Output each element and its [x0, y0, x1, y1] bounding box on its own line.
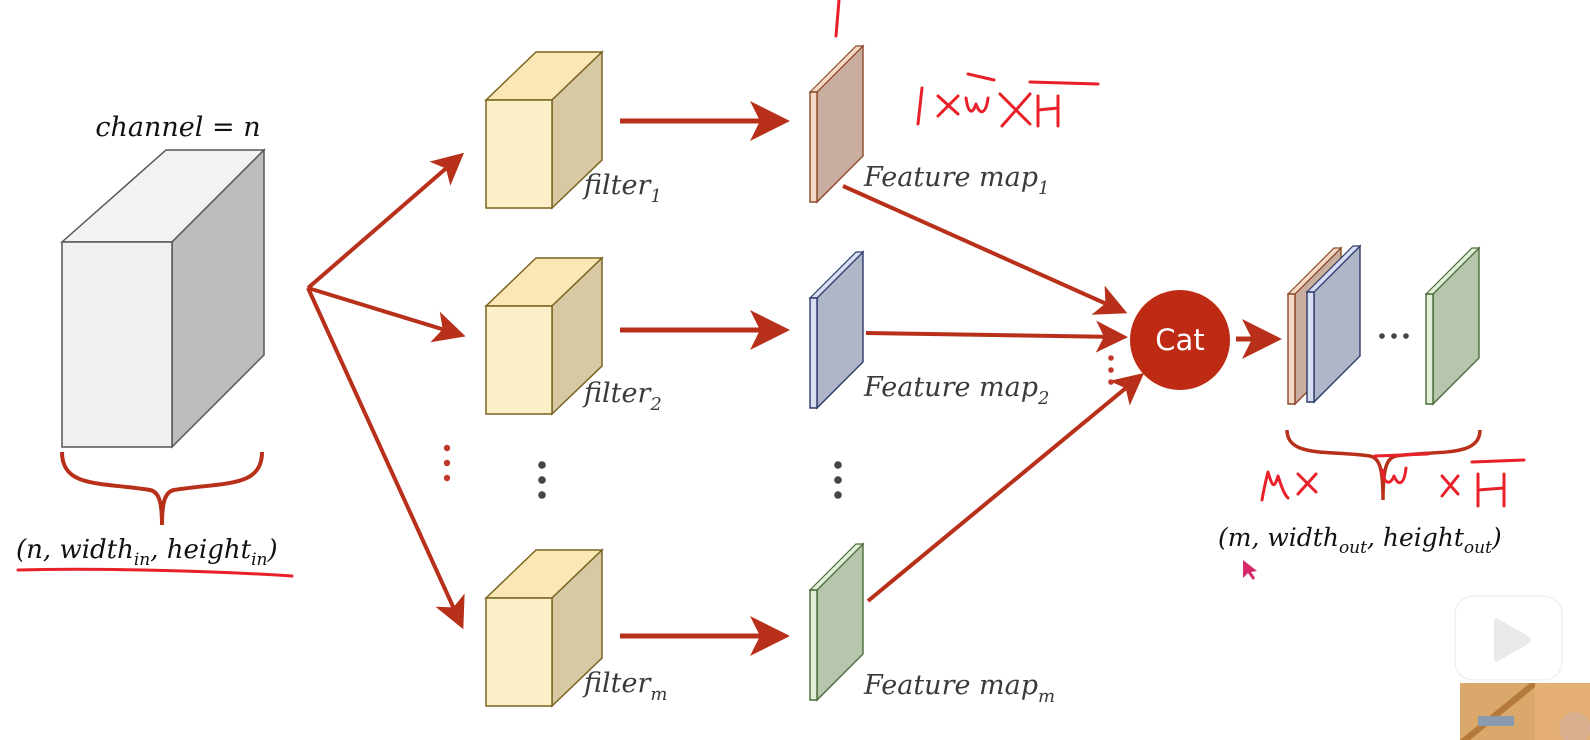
plate-front-edge [1425, 293, 1434, 405]
cat-circle [1130, 290, 1230, 390]
handwritten-output-dims-annotation [1260, 452, 1526, 508]
plate-front-edge [809, 297, 818, 409]
filter-front [485, 305, 553, 415]
filter-front [485, 99, 553, 209]
input-tensor-block [60, 148, 266, 449]
arrow-to-filter-1 [306, 152, 465, 290]
black-vertical-ellipsis-filters [538, 461, 546, 499]
black-vertical-ellipsis-maps [834, 461, 842, 499]
feature-map-plate-3 [808, 542, 865, 702]
arrow-mapm-cat [866, 372, 1145, 603]
input-brace [60, 451, 264, 526]
filter-label-m: filterm [582, 668, 667, 705]
input-underline-annotation [16, 567, 294, 578]
handwritten-per-map-annotation [834, 0, 1100, 128]
output-plate-m [1424, 246, 1481, 406]
feature-map-label-m: Feature mapm [863, 670, 1055, 707]
plate-front-edge [1287, 293, 1296, 405]
output-shape-label: (m, widthout, heightout) [1218, 523, 1502, 558]
red-vertical-ellipsis-left [443, 444, 451, 482]
feature-map-plate-1 [808, 44, 865, 204]
bilibili-tv-logo-icon[interactable] [1454, 579, 1563, 681]
input-shape-label: (n, widthin, heightin) [16, 535, 278, 570]
output-plate-2 [1305, 244, 1362, 404]
output-stack [1286, 244, 1481, 406]
webcam-thumbnail [1460, 683, 1590, 740]
feature-map-plate-2 [808, 250, 865, 410]
plate-front-edge [809, 589, 818, 701]
filter-label-1: filter1 [582, 170, 662, 207]
filter-cube-2 [484, 256, 604, 416]
cat-label: Cat [1155, 323, 1204, 357]
filter-cube-1 [484, 50, 604, 210]
arrow-to-filter-2 [307, 286, 466, 343]
red-vertical-ellipsis-cat [1108, 355, 1114, 385]
concat-node: Cat [1130, 290, 1230, 390]
map-to-cat-arrows [842, 184, 1145, 603]
filter-cube-3 [484, 548, 604, 708]
filter-front [485, 597, 553, 707]
plate-front-edge [1306, 291, 1315, 403]
plate-front-edge [809, 91, 818, 203]
input-block-front [61, 241, 173, 448]
mouse-cursor-icon [1243, 560, 1257, 580]
feature-map-label-2: Feature map2 [863, 372, 1049, 409]
arrow-map1-cat [842, 184, 1128, 315]
fan-out-arrows [306, 152, 466, 630]
feature-maps [808, 44, 865, 702]
filters [484, 50, 604, 708]
filter-label-2: filter2 [582, 378, 662, 415]
channel-label: channel = n [95, 112, 260, 143]
output-brace [1285, 429, 1482, 501]
arrow-map2-cat [865, 320, 1128, 353]
feature-map-label-1: Feature map1 [863, 162, 1049, 199]
horizontal-ellipsis-output [1379, 333, 1409, 339]
filter-to-map-arrows [620, 101, 790, 656]
arrow-to-filter-m [306, 287, 465, 630]
